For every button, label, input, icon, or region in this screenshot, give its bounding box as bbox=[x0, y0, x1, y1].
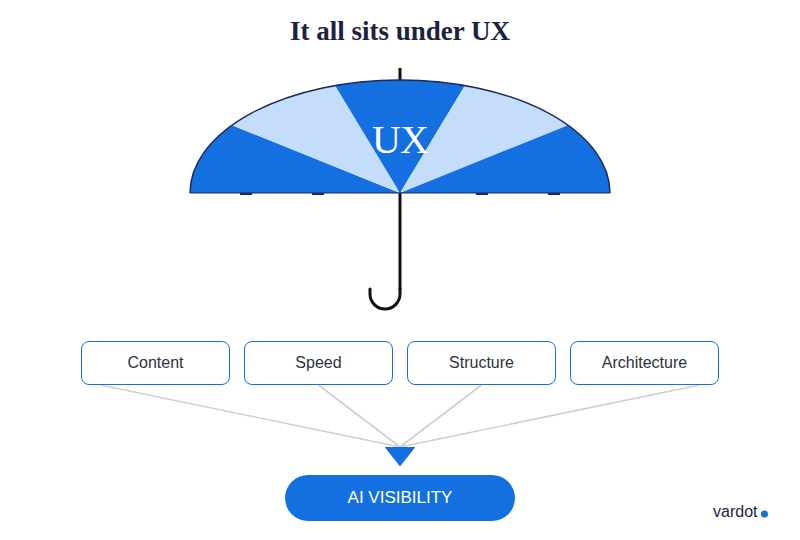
canopy-tips bbox=[240, 193, 560, 195]
converging-line bbox=[100, 385, 400, 447]
canopy-rim bbox=[190, 192, 610, 193]
arrow-head bbox=[385, 447, 415, 466]
umbrella-label: UX bbox=[352, 108, 448, 170]
factor-box: Content bbox=[81, 341, 230, 385]
brand-logo: vardot bbox=[713, 503, 757, 521]
arrow-head bbox=[385, 447, 415, 466]
factor-box: Speed bbox=[244, 341, 393, 385]
node-text: Structure bbox=[449, 354, 514, 372]
node-text: Content bbox=[127, 354, 183, 372]
converging-line bbox=[400, 385, 700, 447]
node-text: AI VISIBILITY bbox=[348, 488, 453, 508]
node-text: UX bbox=[372, 116, 428, 163]
brand-dot bbox=[761, 511, 768, 518]
result-pill: AI VISIBILITY bbox=[285, 475, 515, 521]
canopy-outline bbox=[190, 80, 610, 193]
node-text: Architecture bbox=[602, 354, 687, 372]
converging-line bbox=[319, 385, 401, 447]
diagram-title: It all sits under UX bbox=[0, 16, 800, 47]
factor-box: Architecture bbox=[570, 341, 719, 385]
canopy-panel bbox=[400, 125, 610, 193]
node-text: Speed bbox=[295, 354, 341, 372]
umbrella-handle bbox=[370, 289, 400, 309]
factor-box: Structure bbox=[407, 341, 556, 385]
arrow-head bbox=[385, 447, 415, 466]
converging-line bbox=[400, 385, 482, 447]
arrow-head bbox=[385, 447, 415, 466]
